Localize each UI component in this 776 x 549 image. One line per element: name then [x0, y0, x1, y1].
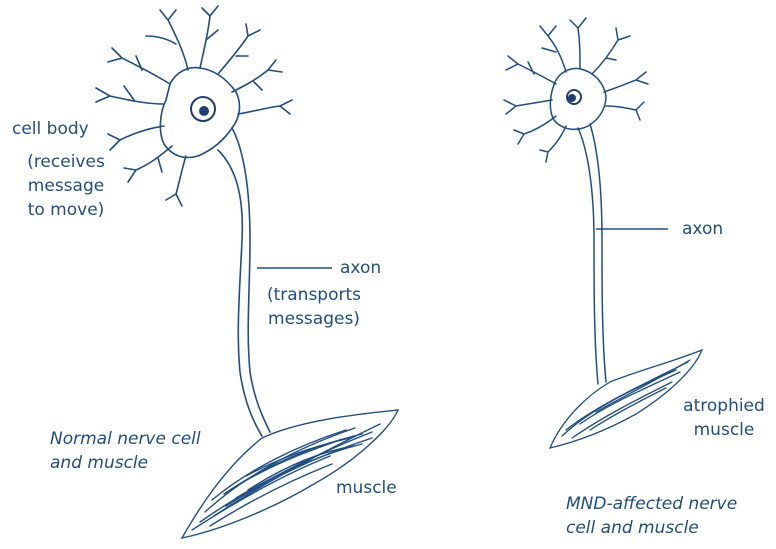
receives-line-1: (receives	[14, 150, 118, 174]
transports-messages-label: (transports messages)	[256, 283, 372, 331]
muscle-label: muscle	[336, 476, 397, 500]
normal-caption-line-1: Normal nerve cell	[50, 427, 201, 451]
normal-dendrite	[108, 126, 164, 150]
normal-dendrite	[124, 146, 172, 182]
affected-caption-line-1: MND-affected nerve	[566, 492, 737, 516]
affected-dendrite	[506, 56, 556, 84]
receives-line-3: to move)	[14, 198, 118, 222]
affected-dendrite	[504, 100, 552, 114]
affected-axon-label: axon	[682, 217, 723, 241]
affected-axon	[590, 124, 606, 382]
normal-axon	[232, 128, 270, 432]
affected-caption-line-2: cell and muscle	[566, 516, 737, 540]
affected-axon	[578, 128, 598, 384]
normal-dendrite	[166, 156, 186, 206]
atrophied-line-1: atrophied	[676, 394, 772, 418]
atrophied-muscle-label: atrophied muscle	[676, 394, 772, 442]
normal-neuron	[96, 6, 292, 436]
transports-line-1: (transports	[256, 283, 372, 307]
cell-body-label: cell body	[12, 117, 89, 141]
affected-dendrite	[540, 126, 566, 162]
normal-dendrite	[232, 60, 282, 92]
transports-line-2: messages)	[256, 307, 372, 331]
receives-line-2: message	[14, 174, 118, 198]
atrophied-line-2: muscle	[676, 418, 772, 442]
affected-dendrite	[540, 26, 566, 72]
normal-dendrite	[96, 86, 164, 104]
affected-dendrite	[606, 102, 644, 120]
normal-muscle	[182, 410, 398, 538]
receives-message-label: (receives message to move)	[14, 150, 118, 222]
affected-caption: MND-affected nerve cell and muscle	[566, 492, 737, 540]
normal-nucleolus	[199, 106, 209, 116]
normal-caption-line-2: and muscle	[50, 451, 201, 475]
affected-dendrite	[570, 18, 586, 68]
affected-neuron	[504, 18, 648, 384]
normal-dendrite	[238, 100, 292, 114]
affected-nucleolus	[568, 94, 576, 102]
normal-caption: Normal nerve cell and muscle	[50, 427, 201, 475]
affected-dendrite	[604, 72, 648, 92]
normal-dendrite	[108, 48, 170, 84]
normal-axon-label: axon	[340, 256, 381, 280]
affected-dendrite	[592, 28, 630, 74]
affected-dendrite	[514, 116, 556, 144]
normal-dendrite	[200, 6, 218, 68]
normal-dendrite	[218, 24, 260, 74]
normal-dendrite	[146, 10, 188, 70]
